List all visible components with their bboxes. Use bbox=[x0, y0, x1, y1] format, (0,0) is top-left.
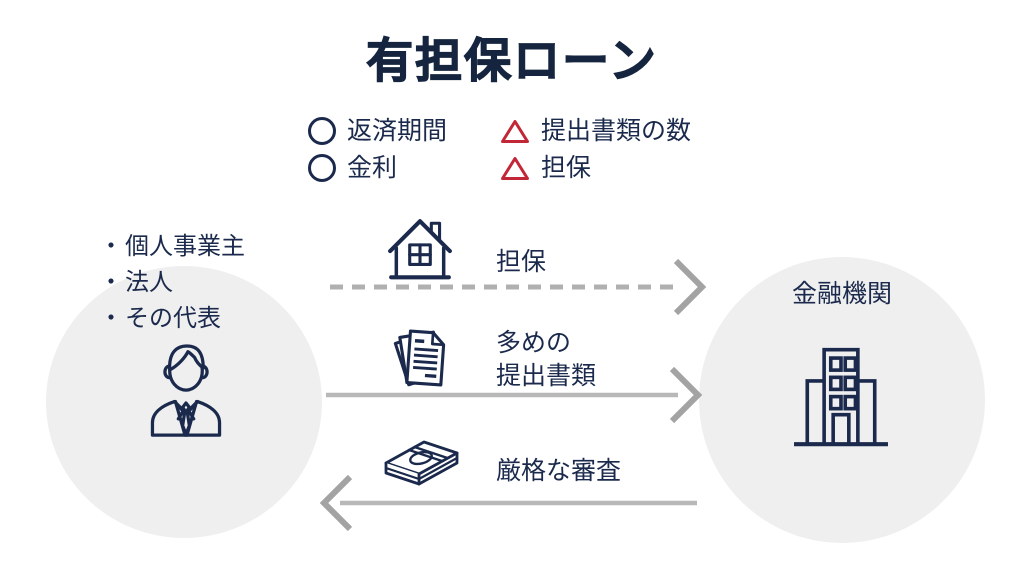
flow-label-documents: 多めの 提出書類 bbox=[496, 327, 596, 393]
triangle-warning-icon bbox=[501, 156, 529, 180]
legend: 返済期間 提出書類の数 金利 担保 bbox=[308, 116, 691, 183]
bullet: ・ bbox=[99, 305, 123, 332]
borrower-item-label: 法人 bbox=[125, 269, 173, 296]
collateral-arrow bbox=[330, 258, 707, 316]
arrow-head bbox=[673, 258, 707, 316]
arrow-head bbox=[669, 366, 703, 424]
flow-label-screening: 厳格な審査 bbox=[496, 457, 622, 485]
documents-arrow bbox=[326, 366, 703, 424]
legend-label: 提出書類の数 bbox=[541, 117, 692, 145]
legend-item-repayment-period: 返済期間 bbox=[308, 116, 500, 146]
businessman-icon bbox=[150, 344, 222, 437]
money-icon bbox=[384, 440, 459, 486]
bullet: ・ bbox=[99, 269, 123, 296]
legend-label: 返済期間 bbox=[347, 117, 448, 145]
bullet: ・ bbox=[99, 233, 123, 260]
page-title: 有担保ローン bbox=[366, 33, 658, 87]
circle-good-icon bbox=[308, 117, 336, 145]
flow-label-collateral: 担保 bbox=[496, 248, 547, 276]
list-item: ・ その代表 bbox=[99, 301, 245, 337]
borrower-circle bbox=[46, 266, 322, 538]
borrower-item-label: 個人事業主 bbox=[125, 233, 245, 260]
legend-item-collateral: 担保 bbox=[500, 153, 691, 183]
arrow-head bbox=[319, 474, 353, 532]
legend-item-interest-rate: 金利 bbox=[308, 153, 500, 183]
list-item: ・ 法人 bbox=[99, 265, 245, 301]
legend-label: 担保 bbox=[541, 154, 592, 182]
flow-label-line2: 提出書類 bbox=[496, 362, 597, 390]
bank-building-icon bbox=[794, 347, 888, 447]
house-icon bbox=[388, 219, 452, 280]
list-item: ・ 個人事業主 bbox=[99, 229, 245, 265]
legend-label: 金利 bbox=[347, 154, 398, 182]
legend-item-documents-count: 提出書類の数 bbox=[500, 116, 691, 146]
circle-good-icon bbox=[308, 154, 336, 182]
borrower-item-label: その代表 bbox=[125, 305, 221, 332]
flow-label-line1: 多めの bbox=[496, 329, 572, 357]
lender-label: 金融機関 bbox=[791, 280, 892, 308]
documents-icon bbox=[393, 329, 446, 387]
screening-arrow bbox=[319, 474, 697, 532]
borrower-list: ・ 個人事業主 ・ 法人 ・ その代表 bbox=[99, 229, 245, 337]
triangle-warning-icon bbox=[501, 119, 529, 143]
